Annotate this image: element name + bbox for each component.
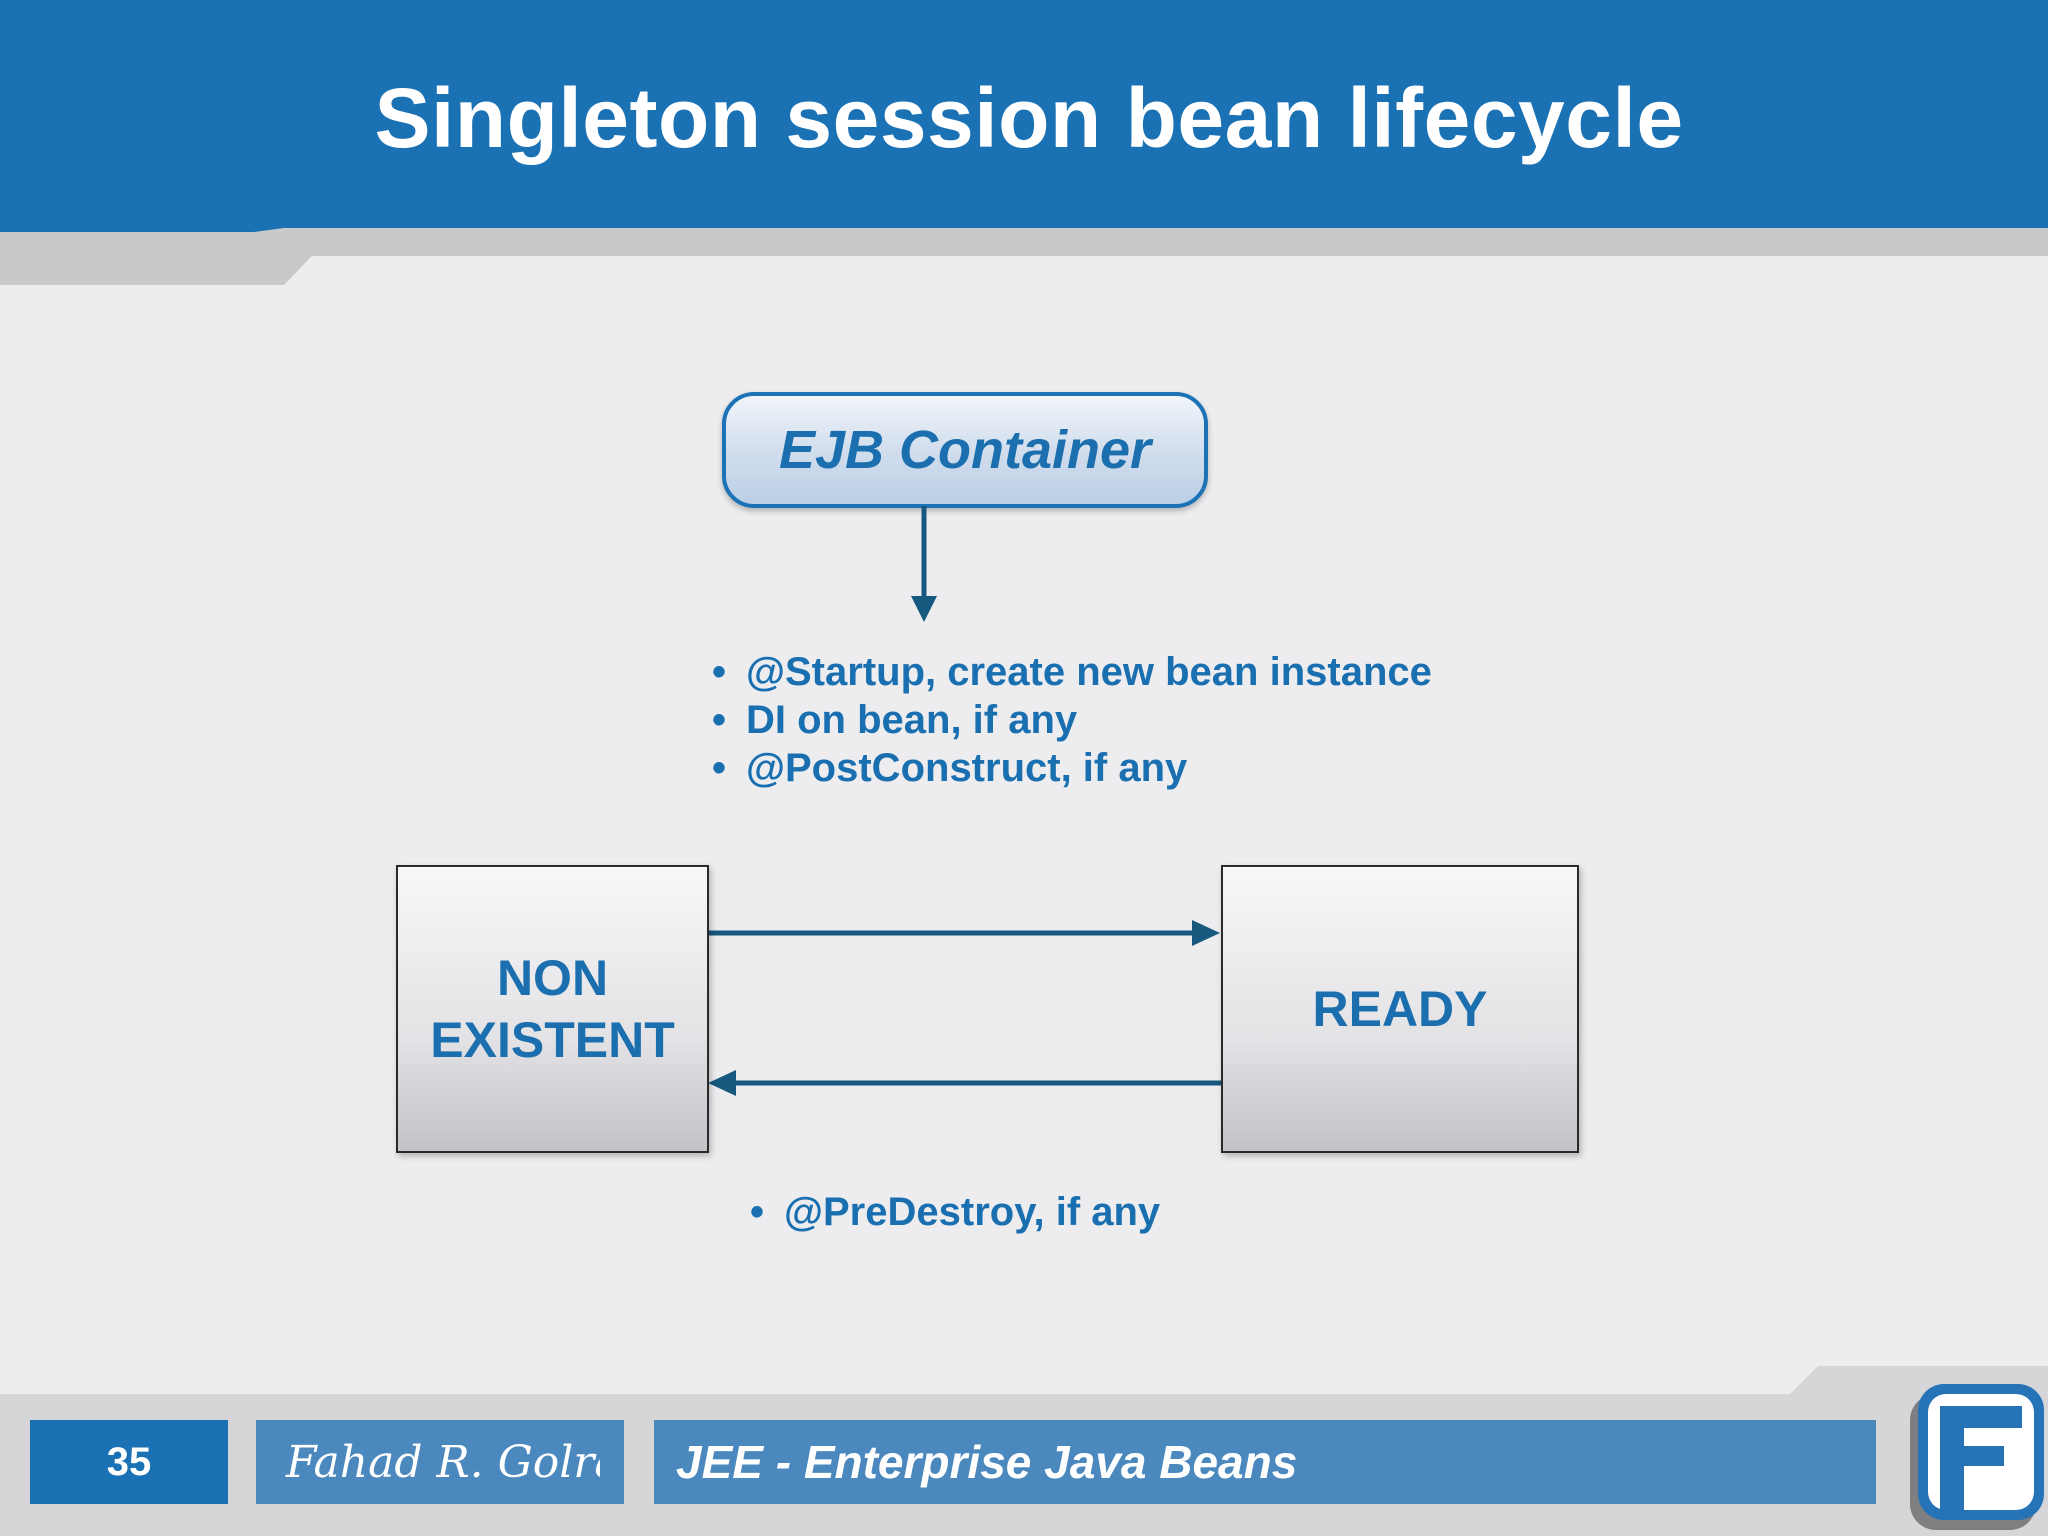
destroy-step: @PreDestroy, if any: [750, 1188, 1160, 1236]
startup-step: @PostConstruct, if any: [712, 744, 1432, 792]
course-title-box: JEE - Enterprise Java Beans: [654, 1420, 1876, 1504]
container-down-arrow-head: [911, 596, 937, 622]
svg-text:Fahad R. Golra: Fahad R. Golra: [285, 1437, 600, 1488]
startup-steps-list: @Startup, create new bean instance DI on…: [712, 648, 1432, 792]
slide-title: Singleton session bean lifecycle: [374, 71, 1684, 165]
ejb-container-label: EJB Container: [778, 420, 1152, 480]
author-signature-box: Fahad R. Golra: [256, 1420, 624, 1504]
logo-icon: [1910, 1384, 2044, 1530]
header-bar: [0, 0, 2048, 232]
startup-step: @Startup, create new bean instance: [712, 648, 1432, 696]
ready-state-box: READY: [1221, 865, 1579, 1153]
destroy-transition-head: [708, 1070, 736, 1096]
create-transition-head: [1192, 920, 1220, 946]
ready-state-label: READY: [1312, 981, 1488, 1037]
startup-step: DI on bean, if any: [712, 696, 1432, 744]
non-existent-state-label: NON EXISTENT: [430, 950, 675, 1068]
course-title: JEE - Enterprise Java Beans: [676, 1436, 1298, 1488]
ejb-container-box: EJB Container: [722, 392, 1208, 508]
non-existent-state-box: NON EXISTENT: [396, 865, 709, 1153]
header-shelf: [0, 228, 2048, 285]
page-number: 35: [30, 1420, 228, 1504]
author-signature: Fahad R. Golra: [285, 1437, 600, 1488]
destroy-steps-list: @PreDestroy, if any: [750, 1188, 1160, 1236]
